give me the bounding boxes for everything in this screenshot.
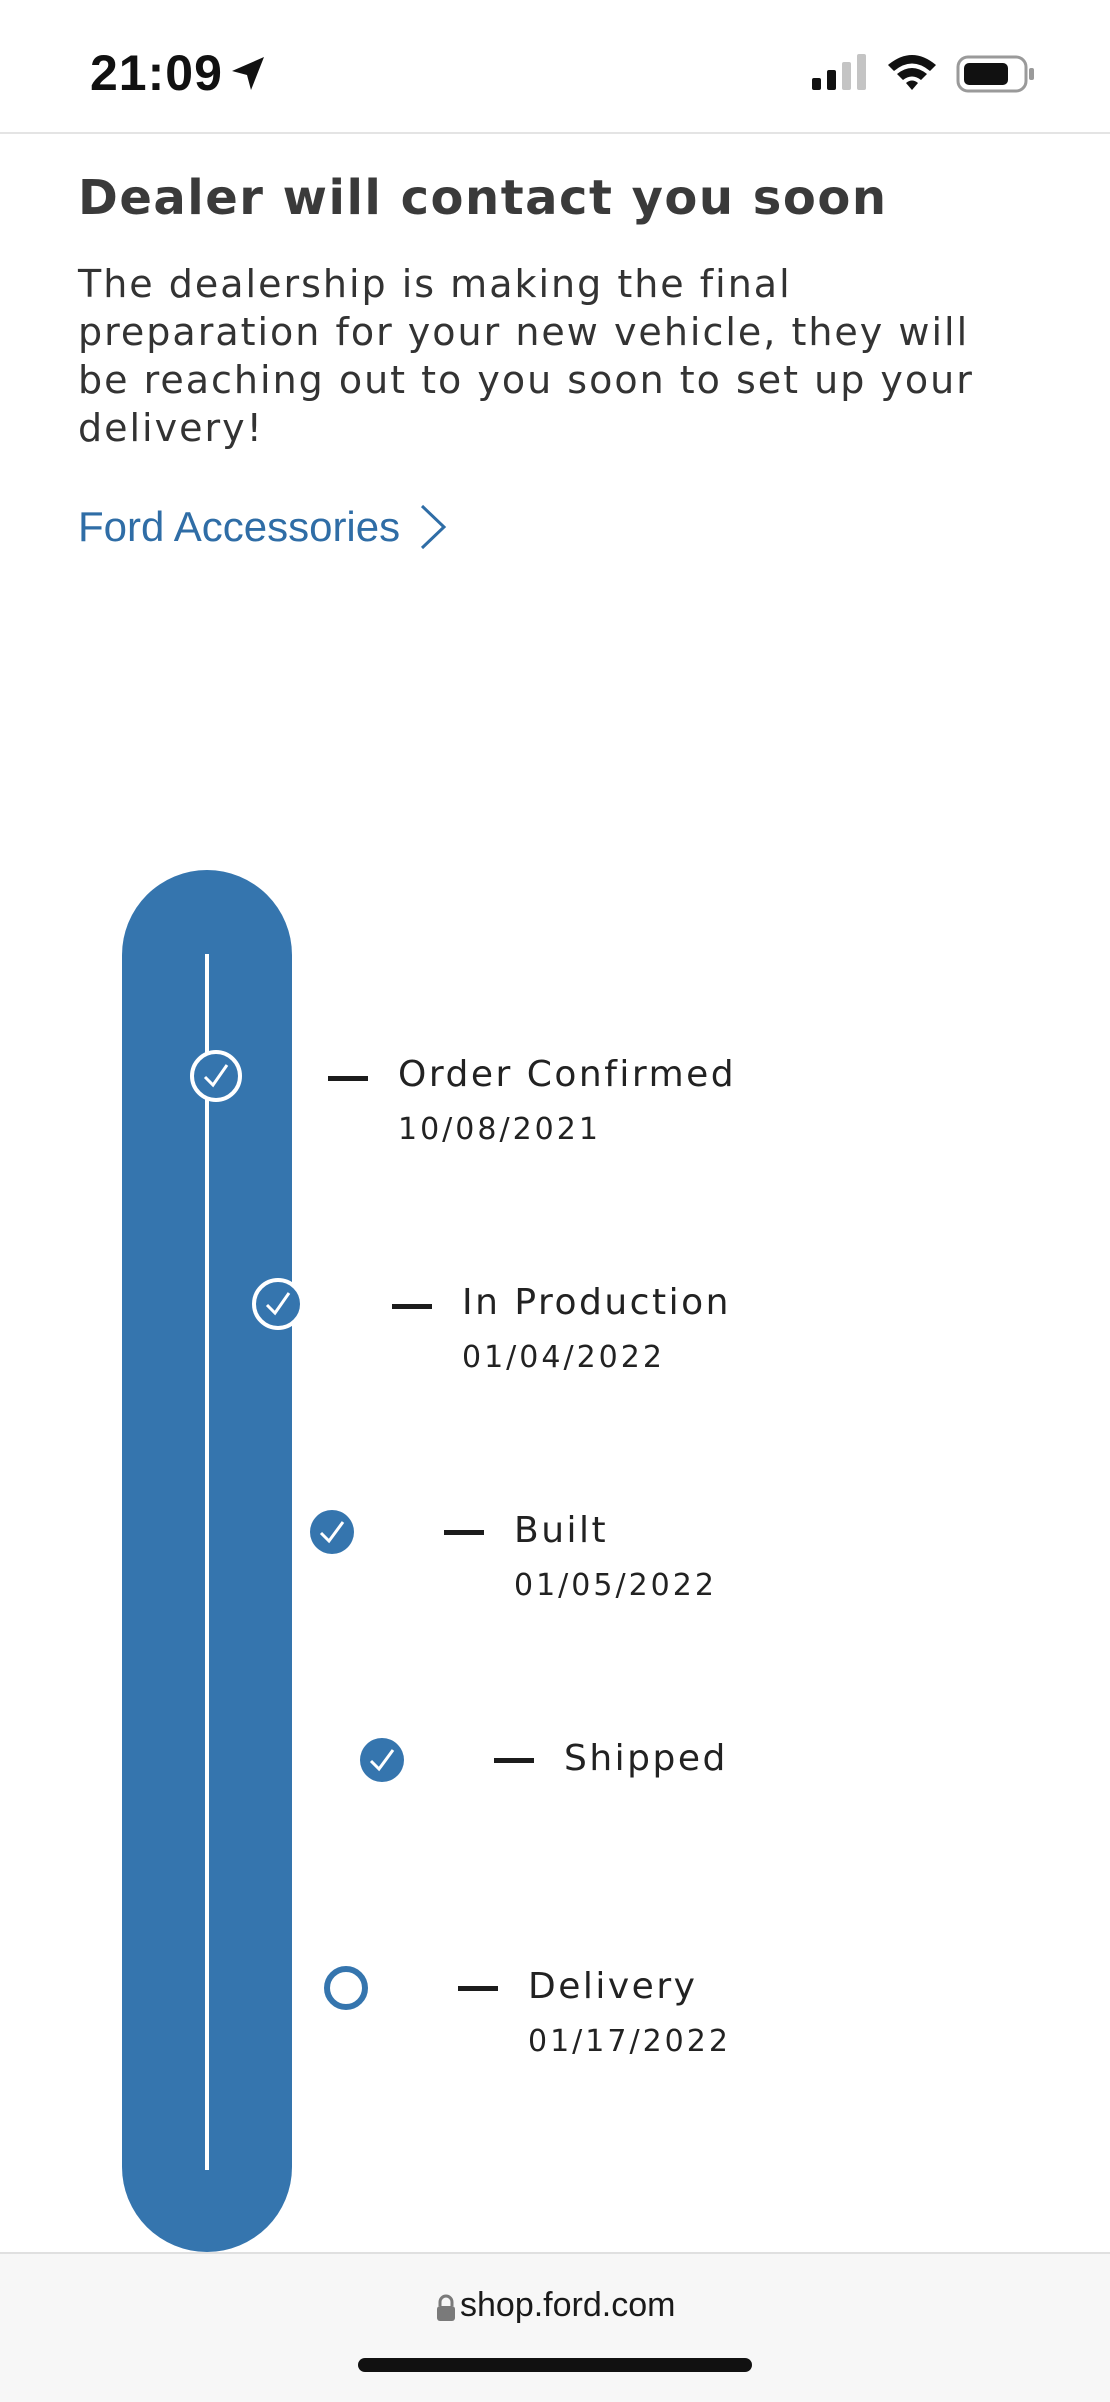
step-order-confirmed-date: 10/08/2021 [398,1112,601,1147]
ford-accessories-label: Ford Accessories [78,503,401,550]
battery-icon [956,55,1034,93]
cellular-signal-icon [812,54,866,90]
step-in-production-dash [392,1304,432,1309]
location-arrow-icon [232,57,264,90]
url-text: shop.ford.com [460,2286,676,2324]
step-shipped-label: Shipped [564,1738,728,1779]
step-shipped-check-icon [360,1738,404,1782]
step-delivery-pending-icon [324,1966,368,2010]
step-in-production-check-icon [252,1278,304,1330]
step-delivery-dash [458,1986,498,1991]
page-title: Dealer will contact you soon [78,170,888,226]
step-order-confirmed-check-icon [190,1050,242,1102]
step-delivery-label: Delivery [528,1966,698,2007]
order-tracker-line [205,954,209,2170]
wifi-icon [888,55,936,90]
chevron-right-icon [421,504,447,550]
step-order-confirmed-dash [328,1076,368,1081]
lock-icon [437,2294,455,2321]
home-indicator[interactable] [358,2358,752,2372]
status-description: The dealership is making the final prepa… [78,262,974,450]
step-built-dash [444,1530,484,1535]
step-built-date: 01/05/2022 [514,1568,717,1603]
step-in-production-date: 01/04/2022 [462,1340,665,1375]
status-bar: 21:09 [0,0,1110,134]
step-built-check-icon [310,1510,354,1554]
step-order-confirmed-label: Order Confirmed [398,1054,737,1095]
browser-url-bar[interactable]: shop.ford.com [0,2252,1110,2402]
step-in-production-label: In Production [462,1282,731,1323]
step-shipped-dash [494,1758,534,1763]
step-built-label: Built [514,1510,609,1551]
ford-accessories-link[interactable]: Ford Accessories [78,502,448,552]
status-time: 21:09 [90,45,223,101]
step-delivery-date: 01/17/2022 [528,2024,731,2059]
